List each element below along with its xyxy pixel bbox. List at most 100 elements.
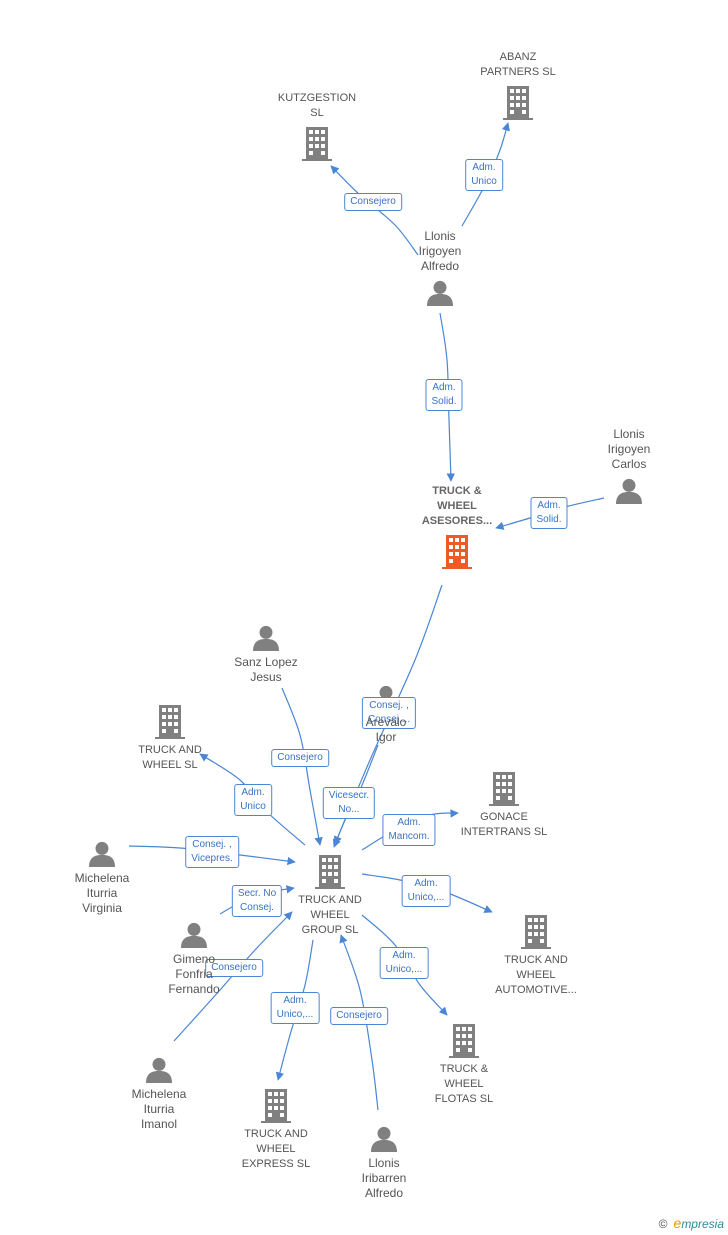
edge-label-line: No...	[338, 804, 360, 815]
node-label-line: AUTOMOTIVE...	[495, 984, 577, 996]
node-label-line: Iturria	[86, 886, 118, 900]
edge-label[interactable]: Adm. Unico,...	[401, 875, 451, 907]
edge-label-line: Consej....	[367, 714, 411, 725]
edge-label[interactable]: Vicesecr.No...	[322, 787, 376, 819]
node-label-line: Llonis	[424, 229, 456, 243]
edge-label[interactable]: Adm.Mancom.	[382, 814, 436, 846]
node-label-line: TRUCK AND	[244, 1128, 308, 1140]
edge-label-line: Consejero	[277, 752, 323, 763]
node-label-line: KUTZGESTION	[277, 92, 357, 104]
edge-label-line: Consejero	[350, 196, 396, 207]
edge-label[interactable]: Adm.Unico	[234, 784, 272, 816]
edge-label-line: Adm.	[397, 817, 421, 828]
edge-label[interactable]: Consejero	[205, 959, 263, 977]
edge-label-line: Adm.	[392, 950, 416, 961]
edge-label[interactable]: Adm.Unico,...	[270, 992, 320, 1024]
node-label-line: Sanz Lopez	[234, 655, 298, 669]
node-label-line: TRUCK AND	[504, 954, 568, 966]
edge-label-line: Consej.	[240, 902, 274, 913]
node-label-line: WHEEL	[516, 969, 556, 981]
edge-label[interactable]: Consej. ,Vicepres.	[185, 836, 239, 868]
edge-label[interactable]: Consejero	[330, 1007, 388, 1025]
edge-label[interactable]: Secr. No Consej.	[231, 885, 283, 917]
footer: ©empresia	[659, 1215, 724, 1231]
brand-logo-text: mpresia	[681, 1217, 724, 1231]
node-label-line: FLOTAS SL	[434, 1093, 494, 1105]
edge-label-line: Consej. ,	[369, 700, 409, 711]
edge-label[interactable]: Consej. , Consej....	[361, 697, 417, 729]
edge-label-line: Solid.	[431, 396, 457, 407]
edge-label[interactable]: Adm.Solid.	[530, 497, 568, 529]
building-icon[interactable]	[155, 705, 185, 739]
edge-label[interactable]: Consejero	[271, 749, 329, 767]
edge-label-line: Consejero	[211, 962, 257, 973]
node-label-line: INTERTRANS SL	[460, 826, 548, 838]
node-label-line: ABANZ	[499, 51, 537, 63]
edge-label[interactable]: Adm. Solid.	[425, 379, 463, 411]
node-label-line: Iturria	[143, 1102, 175, 1116]
edge-label-line: Unico,...	[385, 964, 423, 975]
node-label-line: PARTNERS SL	[480, 66, 556, 78]
edge-label-line: Unico,...	[276, 1009, 314, 1020]
node-label-line: GONACE	[480, 811, 528, 823]
edge-label-line: Unico,...	[407, 892, 445, 903]
node-label-line: Michelena	[74, 871, 130, 885]
building-icon[interactable]	[489, 772, 519, 806]
node-label-line: Fernando	[168, 982, 220, 996]
person-icon[interactable]	[253, 625, 279, 651]
node-label-line: Carlos	[611, 457, 647, 471]
edge-label-line: Adm.	[414, 878, 438, 889]
building-icon[interactable]	[503, 86, 533, 120]
edge-label[interactable]: Adm. Unico,...	[379, 947, 429, 979]
edge-label-line: Adm.	[537, 500, 561, 511]
edge-label-line: Adm.	[432, 382, 456, 393]
person-icon[interactable]	[427, 280, 453, 306]
node-label-line: TRUCK &	[439, 1063, 489, 1075]
person-icon[interactable]	[89, 841, 115, 867]
edge-label-line: Secr. No	[237, 888, 277, 899]
person-icon[interactable]	[146, 1057, 172, 1083]
node-label-line: Llonis	[613, 427, 645, 441]
node-label-line: Irigoyen	[418, 244, 462, 258]
building-icon[interactable]	[521, 915, 551, 949]
person-icon[interactable]	[371, 1126, 397, 1152]
building-icon[interactable]	[315, 855, 345, 889]
node-label-line: WHEEL SL	[142, 759, 198, 771]
building-icon[interactable]	[442, 535, 472, 569]
company-name[interactable]: ABANZ PARTNERS SL	[480, 50, 555, 80]
node-label-line: WHEEL	[256, 1143, 296, 1155]
company-name[interactable]: GONACE INTERTRANS SL	[461, 810, 548, 840]
node-label-line: Michelena	[131, 1087, 187, 1101]
building-icon[interactable]	[449, 1024, 479, 1058]
building-icon[interactable]	[302, 127, 332, 161]
company-name[interactable]: KUTZGESTION SL	[278, 91, 356, 121]
company-name[interactable]: TRUCK AND WHEEL AUTOMOTIVE...	[495, 953, 577, 998]
person-icon[interactable]	[181, 922, 207, 948]
edge-label[interactable]: Adm.Unico	[465, 159, 503, 191]
node-label-line: Alfredo	[364, 1186, 404, 1200]
node-label-line: ASESORES...	[421, 515, 493, 527]
building-icon[interactable]	[261, 1089, 291, 1123]
node-label-line: Llonis	[368, 1156, 400, 1170]
edge-label[interactable]: Consejero	[344, 193, 402, 211]
node-label-line: GROUP SL	[301, 924, 359, 936]
edge-label-line: Unico	[240, 801, 266, 812]
node-label-line: Arevalo	[365, 715, 407, 729]
node-label-line: SL	[310, 107, 324, 119]
person-icon[interactable]	[616, 478, 642, 504]
edge-label-line: Adm.	[472, 162, 496, 173]
